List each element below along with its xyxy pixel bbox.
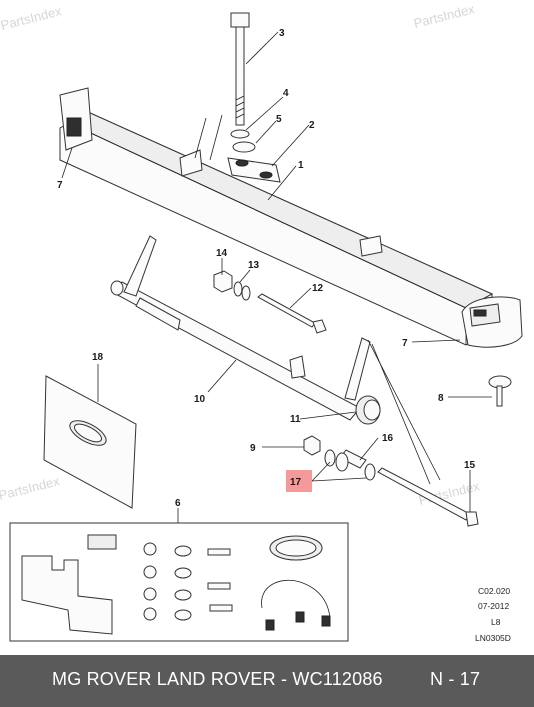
callout-2[interactable]: 2	[309, 120, 315, 131]
support-bar[interactable]	[110, 235, 371, 421]
callout-17-highlight	[286, 470, 312, 492]
callout-15[interactable]: 15	[464, 460, 476, 471]
callout-8[interactable]: 8	[438, 393, 444, 404]
callout-9[interactable]: 9	[250, 443, 256, 454]
nut-9[interactable]	[303, 435, 321, 456]
reference-illustration-id: LN0305D	[475, 633, 511, 643]
washer-13a[interactable]	[233, 281, 243, 297]
fitting-kit-box	[9, 522, 349, 642]
parts-diagram: PartsIndex PartsIndex PartsIndex PartsIn…	[0, 1, 523, 643]
callout-10[interactable]: 10	[194, 394, 206, 405]
bolt-15[interactable]	[377, 467, 479, 527]
bolt-long[interactable]	[230, 12, 250, 126]
washer-16b[interactable]	[364, 463, 376, 481]
reference-date: 07-2012	[478, 601, 509, 611]
callout-1[interactable]: 1	[298, 160, 304, 171]
callout-3[interactable]: 3	[279, 28, 285, 39]
washer-4[interactable]	[230, 129, 250, 139]
spacer-16[interactable]	[335, 449, 367, 472]
reference-code: C02.020	[478, 586, 510, 596]
reference-model: L8	[491, 617, 501, 627]
end-cap-right[interactable]	[461, 296, 523, 348]
screw-8[interactable]	[488, 375, 512, 407]
bolt-12[interactable]	[257, 293, 327, 334]
callout-11[interactable]: 11	[290, 414, 301, 425]
end-plug[interactable]	[355, 395, 381, 425]
watermark-mid-left: PartsIndex	[0, 473, 62, 503]
callout-18[interactable]: 18	[92, 352, 104, 363]
number-plate[interactable]	[43, 375, 137, 509]
callout-12[interactable]: 12	[312, 283, 324, 294]
washer-5[interactable]	[232, 141, 256, 153]
callout-7-left[interactable]: 7	[57, 180, 63, 191]
leader-lines	[61, 31, 492, 523]
clamp-plate[interactable]	[227, 157, 281, 183]
callout-13[interactable]: 13	[248, 260, 260, 271]
callout-5[interactable]: 5	[276, 114, 282, 125]
cross-beam[interactable]	[59, 87, 494, 346]
footer-title: MG ROVER LAND ROVER - WC112086	[52, 669, 383, 689]
callout-6[interactable]: 6	[175, 498, 181, 509]
footer-bar: MG ROVER LAND ROVER - WC112086 N - 17	[0, 655, 534, 707]
washer-13b[interactable]	[241, 285, 251, 301]
watermark-top-right: PartsIndex	[412, 1, 476, 31]
nut-14[interactable]	[213, 270, 233, 293]
footer-page-number: N - 17	[430, 669, 481, 689]
callout-7-right[interactable]: 7	[402, 338, 408, 349]
callout-16[interactable]: 16	[382, 433, 394, 444]
callout-14[interactable]: 14	[216, 248, 228, 259]
callout-17[interactable]: 17	[290, 477, 302, 488]
washer-17[interactable]	[324, 449, 336, 467]
callout-4[interactable]: 4	[283, 88, 289, 99]
watermark-top-left: PartsIndex	[0, 3, 64, 33]
